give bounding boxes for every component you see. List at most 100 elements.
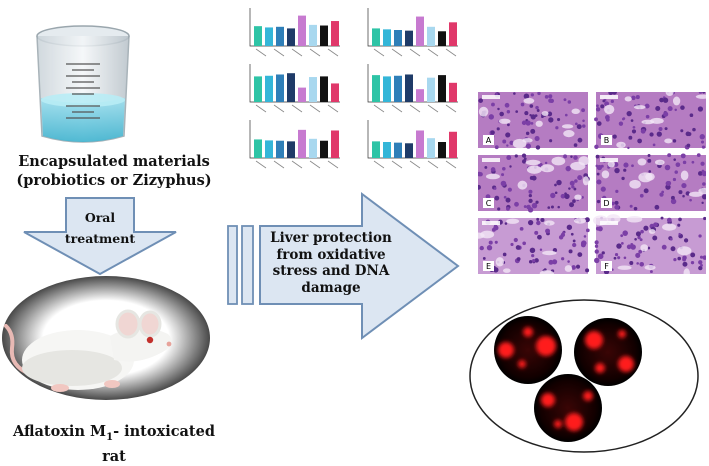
- histology-grid: A B C D E F: [471, 88, 709, 279]
- mini-chart-bar: [254, 26, 262, 46]
- mini-chart-bar: [383, 142, 391, 158]
- mini-chart-bar: [309, 77, 317, 102]
- histology-panel-letter: A: [486, 136, 492, 145]
- mini-chart-bar: [298, 129, 306, 158]
- mini-chart-tick-label: [391, 48, 403, 57]
- biochemical-bar-charts: [249, 8, 458, 169]
- mini-chart-tick-label: [255, 160, 267, 169]
- mini-chart-bar: [427, 26, 435, 46]
- mini-chart-bar: [265, 75, 273, 102]
- mini-chart-bar: [331, 83, 339, 102]
- mini-chart-tick-label: [373, 104, 385, 113]
- rat-caption: Aflatoxin M1- intoxicated rat: [12, 423, 215, 465]
- mini-chart-tick-label: [327, 104, 339, 113]
- liver-protection-label: Liver protection from oxidative stress a…: [270, 230, 392, 296]
- mini-chart-bar: [309, 138, 317, 158]
- mini-chart-bar: [331, 130, 339, 158]
- histology-panel-letter: C: [486, 199, 492, 208]
- mini-chart-bar: [372, 75, 380, 102]
- histology-panel-e: E: [471, 217, 590, 277]
- histology-panel-f: F: [593, 214, 708, 279]
- mini-chart-bar: [405, 74, 413, 102]
- mini-chart-tick-label: [309, 104, 321, 113]
- mini-chart-bar: [309, 24, 317, 46]
- mini-chart-bar: [416, 130, 424, 158]
- oral-treatment-arrow: [23, 197, 177, 276]
- histology-panel-letter: D: [603, 199, 609, 208]
- histology-panel-b: B: [594, 88, 709, 150]
- histology-panel-a: A: [478, 91, 588, 150]
- mini-chart-bar: [449, 22, 457, 46]
- histology-panel-letter: E: [486, 262, 491, 271]
- mini-chart-tick-label: [391, 160, 403, 169]
- mini-chart-tick-label: [427, 104, 439, 113]
- mini-chart-bar: [331, 21, 339, 46]
- mini-chart-bar: [383, 29, 391, 46]
- mini-chart-tick-label: [273, 48, 285, 57]
- mini-chart-bar: [298, 15, 306, 46]
- mini-chart-tick-label: [291, 48, 303, 57]
- mini-chart-bar: [394, 30, 402, 46]
- mini-chart-tick-label: [373, 48, 385, 57]
- mini-chart-bar: [449, 82, 457, 102]
- comet-assay-image: [469, 299, 699, 453]
- mini-chart-bar: [372, 141, 380, 158]
- mini-chart-bar: [276, 74, 284, 102]
- mini-chart-tick-label: [445, 104, 457, 113]
- mini-chart-bar: [287, 28, 295, 46]
- mini-chart-bar: [416, 89, 424, 102]
- histology-panel-d: D: [595, 153, 709, 211]
- mini-chart-tick-label: [427, 160, 439, 169]
- beaker-illustration: [36, 25, 130, 143]
- mini-chart-bar: [298, 87, 306, 102]
- mini-chart-bar: [394, 142, 402, 158]
- mini-chart-bar: [254, 139, 262, 158]
- mini-chart-tick-label: [255, 104, 267, 113]
- mini-chart-tick-label: [445, 48, 457, 57]
- mini-chart-tick-label: [409, 160, 421, 169]
- mini-chart-tick-label: [445, 160, 457, 169]
- liver-protection-arrow: [227, 192, 460, 340]
- mini-chart-bar: [438, 31, 446, 46]
- mini-chart-bar: [276, 26, 284, 46]
- mini-chart-bar: [427, 77, 435, 102]
- mini-chart-bar: [320, 76, 328, 102]
- mini-chart-tick-label: [327, 160, 339, 169]
- histology-panel-letter: B: [604, 136, 610, 145]
- mini-chart-tick-label: [409, 48, 421, 57]
- mini-chart-tick-label: [291, 104, 303, 113]
- histology-panel-c: C: [476, 153, 590, 213]
- mini-chart-bar: [427, 138, 435, 158]
- mini-chart-tick-label: [273, 160, 285, 169]
- mini-chart-bar: [265, 140, 273, 158]
- mini-chart-bar: [320, 25, 328, 46]
- mini-chart-bar: [416, 16, 424, 46]
- mini-chart-bar: [254, 76, 262, 102]
- histology-panel-letter: F: [604, 262, 609, 271]
- mini-chart-bar: [405, 143, 413, 158]
- mini-chart-tick-label: [255, 48, 267, 57]
- mini-chart-tick-label: [391, 104, 403, 113]
- mini-chart-bar: [394, 75, 402, 102]
- mini-chart-bar: [372, 28, 380, 46]
- mini-chart-bar: [438, 75, 446, 102]
- mini-chart-bar: [276, 140, 284, 158]
- mini-chart-bar: [320, 140, 328, 158]
- mini-chart-tick-label: [427, 48, 439, 57]
- mini-chart-tick-label: [373, 160, 385, 169]
- oral-treatment-label: Oral treatment: [64, 210, 136, 246]
- mini-chart-tick-label: [409, 104, 421, 113]
- mini-chart-tick-label: [309, 160, 321, 169]
- mini-chart-bar: [287, 73, 295, 102]
- mini-chart-bar: [438, 142, 446, 158]
- mini-chart-tick-label: [273, 104, 285, 113]
- mini-chart-tick-label: [309, 48, 321, 57]
- mini-chart-bar: [383, 76, 391, 102]
- mini-chart-bar: [287, 141, 295, 158]
- mini-chart-tick-label: [327, 48, 339, 57]
- rat-photo: [2, 276, 210, 400]
- mini-chart-bar: [405, 30, 413, 46]
- mini-chart-bar: [265, 27, 273, 46]
- mini-chart-bar: [449, 131, 457, 158]
- mini-chart-tick-label: [291, 160, 303, 169]
